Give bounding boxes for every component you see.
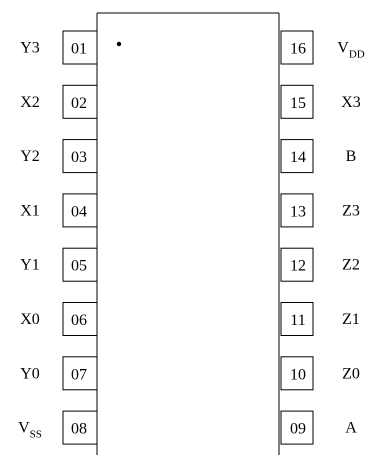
- pin-number-12: 12: [290, 258, 306, 275]
- pin-number-08: 08: [71, 421, 87, 438]
- pin-number-03: 03: [71, 149, 87, 166]
- pin-number-05: 05: [71, 258, 87, 275]
- pin-box-13: [280, 193, 314, 228]
- right-pin-column: 16 VDD 15 X3 14 B 13 Z3 12 Z2 11 Z1 10 Z0 09 A: [280, 30, 365, 445]
- pin-box-14: [280, 139, 314, 174]
- pin-number-06: 06: [71, 312, 87, 329]
- pin-label-05: Y1: [20, 257, 40, 274]
- pin-box-08: [62, 410, 98, 445]
- pin-box-15: [280, 84, 314, 119]
- pin-label-01: Y3: [20, 40, 40, 57]
- pin-number-10: 10: [290, 366, 306, 383]
- pin-label-text-15: X3: [341, 94, 361, 111]
- pin-label-text-04: X1: [20, 202, 40, 219]
- pin-label-text-05: Y1: [20, 257, 40, 274]
- pin-number-14: 14: [290, 149, 306, 166]
- chip-body-group: [96, 12, 280, 455]
- left-pin-column: 01 Y3 02 X2 03 Y2 04 X1 05 Y1 06 X0 07 Y0 08 VSS: [18, 30, 98, 445]
- pin-label-text-13: Z3: [342, 202, 360, 219]
- pin-label-text-09: A: [345, 420, 357, 437]
- pin-number-04: 04: [71, 203, 87, 220]
- pin-label-15: X3: [341, 94, 361, 111]
- pin-label-text-16: V: [337, 40, 349, 57]
- pin-label-07: Y0: [20, 365, 40, 382]
- pin-label-12: Z2: [342, 257, 360, 274]
- pin-label-text-03: Y2: [20, 148, 40, 165]
- pin-box-11: [280, 302, 314, 336]
- pin-box-12: [280, 247, 314, 282]
- pin-label-04: X1: [20, 202, 40, 219]
- pin-label-02: X2: [20, 94, 40, 111]
- pin-label-text-11: Z1: [342, 311, 360, 328]
- pin-label-09: A: [345, 420, 357, 437]
- pin-number-09: 09: [290, 421, 306, 438]
- pin-label-08: VSS: [18, 420, 42, 441]
- pin-label-text-08: V: [18, 420, 30, 437]
- pin-label-text-06: X0: [20, 311, 40, 328]
- pin-label-text-12: Z2: [342, 257, 360, 274]
- pin-number-11: 11: [290, 312, 305, 329]
- pin-label-subscript-08: SS: [30, 429, 42, 441]
- pin-box-16: [280, 30, 314, 65]
- pin-label-text-10: Z0: [342, 365, 360, 382]
- pin-number-13: 13: [290, 203, 306, 220]
- pin-number-07: 07: [71, 366, 87, 383]
- pin-number-16: 16: [290, 41, 306, 58]
- pin-label-text-07: Y0: [20, 365, 40, 382]
- pin-label-10: Z0: [342, 365, 360, 382]
- pin-label-14: B: [346, 148, 357, 165]
- pin-box-03: [62, 139, 98, 174]
- pin-label-text-14: B: [346, 148, 357, 165]
- pin-number-02: 02: [71, 95, 87, 112]
- pin-box-02: [62, 84, 98, 119]
- pin-label-16: VDD: [337, 40, 365, 61]
- pin-box-04: [62, 193, 98, 228]
- pin-label-03: Y2: [20, 148, 40, 165]
- pin-label-text-01: Y3: [20, 40, 40, 57]
- pin-box-05: [62, 247, 98, 282]
- pin-box-09: [280, 410, 314, 445]
- pin-box-07: [62, 356, 98, 391]
- pin1-indicator-dot: [116, 41, 122, 47]
- pin-label-text-02: X2: [20, 94, 40, 111]
- pin-box-06: [62, 302, 98, 336]
- pin-label-06: X0: [20, 311, 40, 328]
- pin-label-11: Z1: [342, 311, 360, 328]
- pin-label-subscript-16: DD: [349, 49, 365, 61]
- pin-label-13: Z3: [342, 202, 360, 219]
- pin-number-15: 15: [290, 95, 306, 112]
- pin-box-01: [62, 30, 98, 65]
- pin-number-01: 01: [71, 41, 87, 58]
- pin-box-10: [280, 356, 314, 391]
